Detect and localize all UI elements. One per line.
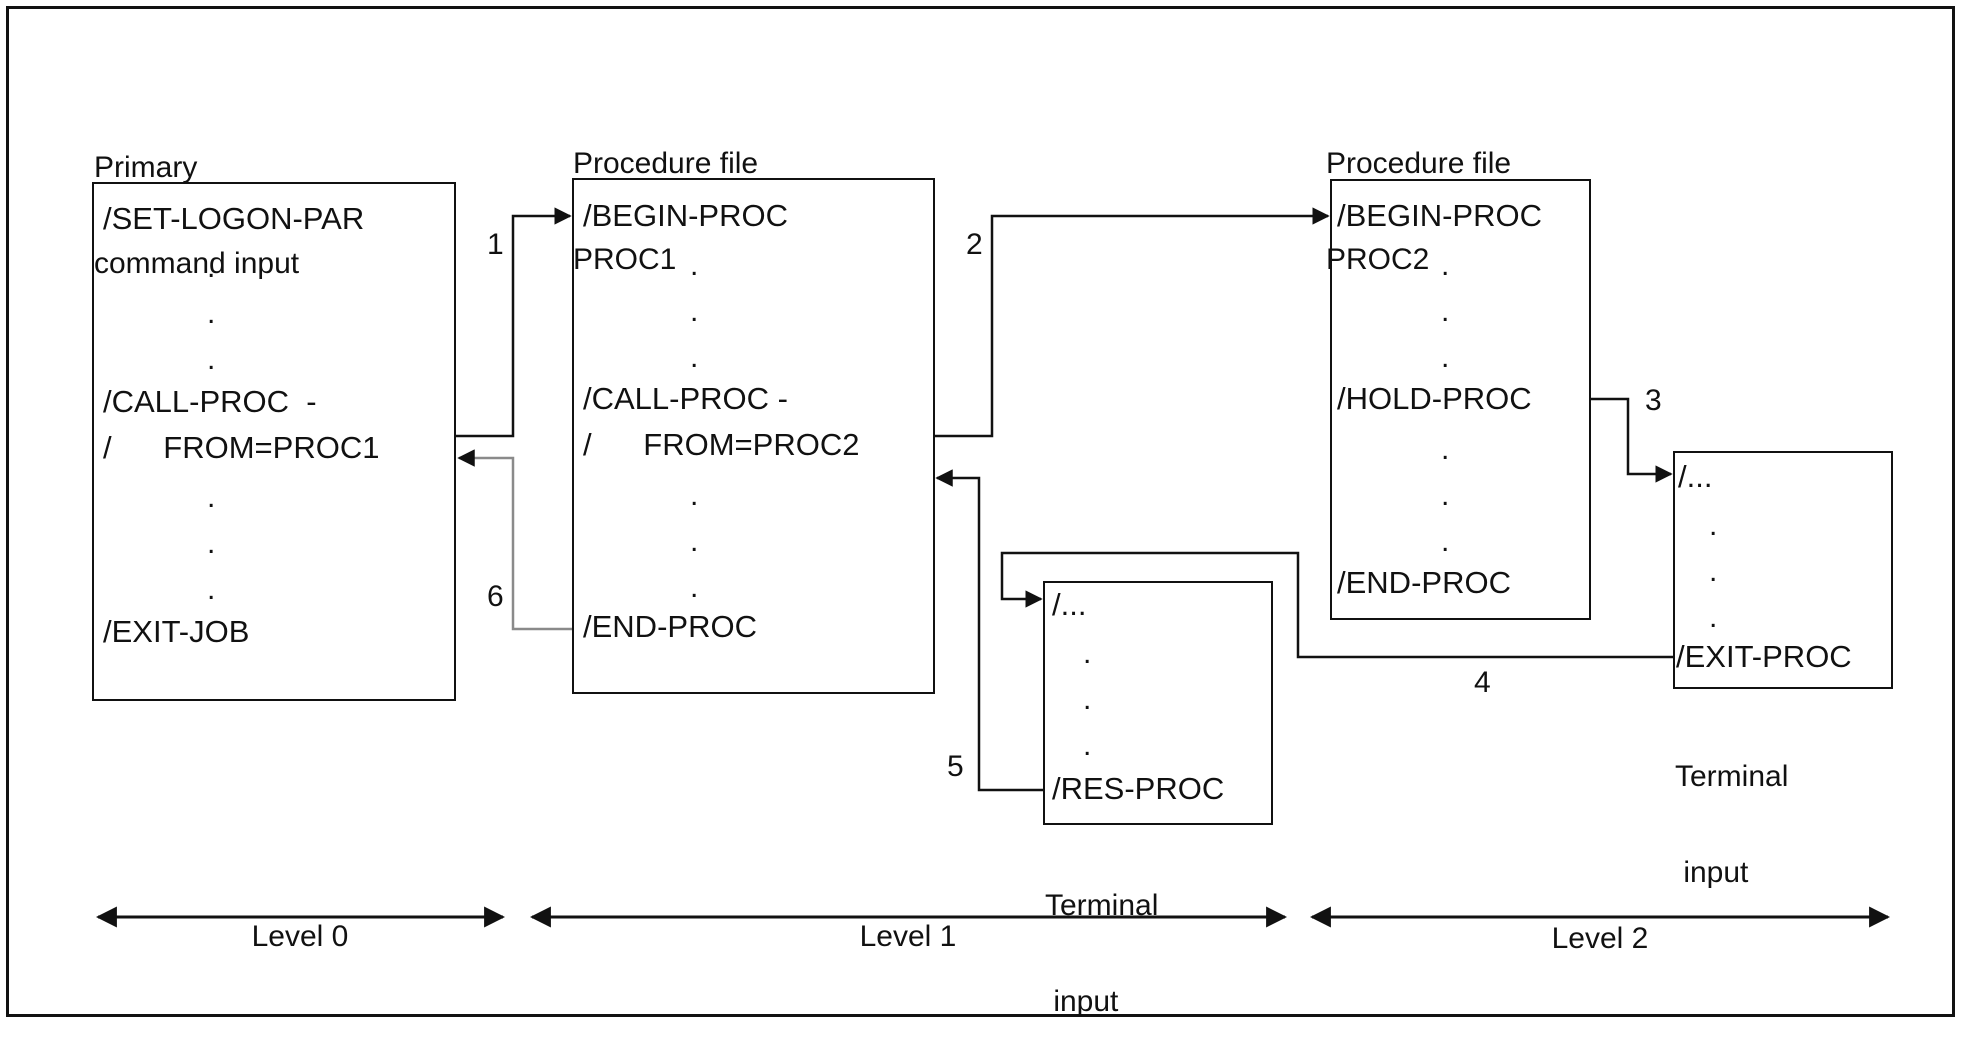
ellipsis-dot: .	[1441, 525, 1450, 558]
caption-line: input	[1675, 856, 1749, 889]
caption-line: Primary	[94, 151, 198, 184]
ellipsis-dot: .	[207, 343, 216, 376]
step-label-1: 1	[487, 228, 504, 261]
flow-connectors	[95, 207, 1891, 928]
ellipsis-dot: .	[690, 295, 699, 328]
ellipsis-dot: .	[1441, 479, 1450, 512]
cmd-end-proc: /END-PROC	[583, 609, 757, 644]
step-label-3: 3	[1645, 384, 1662, 417]
arrow-1-call-proc1	[456, 207, 572, 438]
terminal-input-caption: Terminal input	[1675, 697, 1788, 921]
ellipsis-dot: .	[1709, 509, 1718, 542]
terminal-command: /...	[1052, 587, 1087, 622]
terminal-input-box-exit	[1673, 451, 1893, 689]
arrow-3-hold-proc	[1591, 397, 1673, 483]
terminal-command: /...	[1678, 459, 1713, 494]
ellipsis-dot: .	[690, 249, 699, 282]
arrow-6-end-proc	[457, 449, 572, 631]
caption-line: Procedure file	[1326, 147, 1512, 180]
caption-line: command input	[94, 247, 300, 280]
cmd-set-logon-par: /SET-LOGON-PAR	[103, 201, 365, 236]
ellipsis-dot: .	[690, 341, 699, 374]
step-label-4: 4	[1474, 666, 1491, 699]
step-label-2: 2	[966, 228, 983, 261]
cmd-begin-proc: /BEGIN-PROC	[583, 198, 788, 233]
caption-line: Terminal	[1675, 760, 1789, 793]
level-1-label: Level 1	[859, 920, 957, 953]
primary-input-box	[92, 182, 456, 701]
ellipsis-dot: .	[1083, 729, 1092, 762]
ellipsis-dot: .	[1441, 295, 1450, 328]
ellipsis-dot: .	[207, 251, 216, 284]
ellipsis-dot: .	[690, 571, 699, 604]
proc1-caption: Procedure file PROC1	[573, 84, 758, 308]
ellipsis-dot: .	[207, 527, 216, 560]
ellipsis-dot: .	[690, 525, 699, 558]
cmd-end-proc: /END-PROC	[1337, 565, 1511, 600]
cmd-exit-job: /EXIT-JOB	[103, 614, 250, 649]
caption-line: input	[1045, 985, 1119, 1018]
arrow-5-res-proc	[935, 469, 1043, 792]
level-2-label: Level 2	[1551, 922, 1649, 955]
ellipsis-dot: .	[1709, 555, 1718, 588]
proc1-box	[572, 178, 935, 694]
figure-frame	[6, 6, 1955, 1017]
ellipsis-dot: .	[1083, 683, 1092, 716]
proc2-box	[1330, 179, 1591, 620]
cmd-from-proc1: / FROM=PROC1	[103, 430, 380, 465]
cmd-res-proc: /RES-PROC	[1052, 771, 1225, 806]
cmd-call-proc: /CALL-PROC -	[103, 384, 317, 419]
cmd-begin-proc: /BEGIN-PROC	[1337, 198, 1542, 233]
ellipsis-dot: .	[1441, 433, 1450, 466]
primary-input-caption: Primary command input	[94, 88, 299, 312]
caption-line: PROC1	[573, 243, 677, 276]
ellipsis-dot: .	[1441, 341, 1450, 374]
cmd-from-proc2: / FROM=PROC2	[583, 427, 860, 462]
ellipsis-dot: .	[1709, 601, 1718, 634]
proc2-caption: Procedure file PROC2	[1326, 84, 1511, 308]
ellipsis-dot: .	[1083, 637, 1092, 670]
ellipsis-dot: .	[207, 297, 216, 330]
cmd-call-proc: /CALL-PROC -	[583, 381, 788, 416]
cmd-hold-proc: /HOLD-PROC	[1337, 381, 1532, 416]
ellipsis-dot: .	[207, 573, 216, 606]
terminal-input-box-res	[1043, 581, 1273, 825]
caption-line: Procedure file	[573, 147, 759, 180]
ellipsis-dot: .	[690, 479, 699, 512]
arrow-4-exit-proc	[1000, 551, 1673, 659]
caption-line: PROC2	[1326, 243, 1430, 276]
step-label-6: 6	[487, 580, 504, 613]
cmd-exit-proc: /EXIT-PROC	[1676, 639, 1852, 674]
level-0-label: Level 0	[251, 920, 349, 953]
ellipsis-dot: .	[1441, 249, 1450, 282]
ellipsis-dot: .	[207, 481, 216, 514]
arrow-2-call-proc2	[935, 207, 1330, 438]
step-label-5: 5	[947, 750, 964, 783]
